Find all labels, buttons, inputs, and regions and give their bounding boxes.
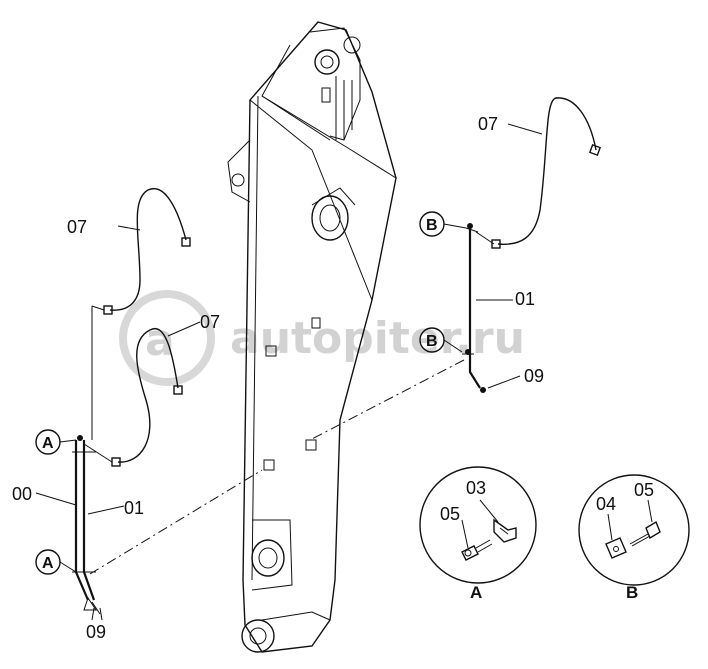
callout-00: 00 <box>12 484 32 504</box>
callout-09-bottom: 09 <box>86 622 106 642</box>
marker-a-lower: A <box>35 549 77 575</box>
watermark-logo-glyph: a <box>145 315 175 366</box>
callout-07-top-right: 07 <box>478 114 498 134</box>
detail-b-callout-05: 05 <box>634 480 654 500</box>
detail-a-callout-05: 05 <box>440 504 460 524</box>
marker-b-upper: B <box>419 211 467 237</box>
watermark-text: autopiter.ru <box>230 313 525 364</box>
svg-text:B: B <box>426 333 438 350</box>
attach-line-right <box>309 359 465 441</box>
svg-text:A: A <box>42 435 54 452</box>
detail-a-callout-03: 03 <box>466 478 486 498</box>
detail-b-title: B <box>626 583 638 602</box>
attach-line-left <box>89 469 263 575</box>
boom-arm <box>227 21 397 653</box>
callout-07-mid: 07 <box>200 312 220 332</box>
marker-b-lower: B <box>419 327 463 353</box>
watermark: a autopiter.ru <box>119 290 525 386</box>
callout-01-right: 01 <box>515 289 535 309</box>
svg-text:A: A <box>42 555 54 572</box>
left-hose-assembly <box>35 187 201 621</box>
right-hose-assembly <box>462 97 602 393</box>
marker-a-upper: A <box>35 429 77 455</box>
callout-09-right: 09 <box>524 366 544 386</box>
detail-a-title: A <box>470 583 482 602</box>
detail-b: 04 05 B <box>578 474 690 602</box>
detail-b-callout-04: 04 <box>596 494 616 514</box>
callout-07-left: 07 <box>67 217 87 237</box>
callout-01-left: 01 <box>124 498 144 518</box>
svg-text:B: B <box>426 217 438 234</box>
detail-a: 05 03 A <box>419 466 537 602</box>
